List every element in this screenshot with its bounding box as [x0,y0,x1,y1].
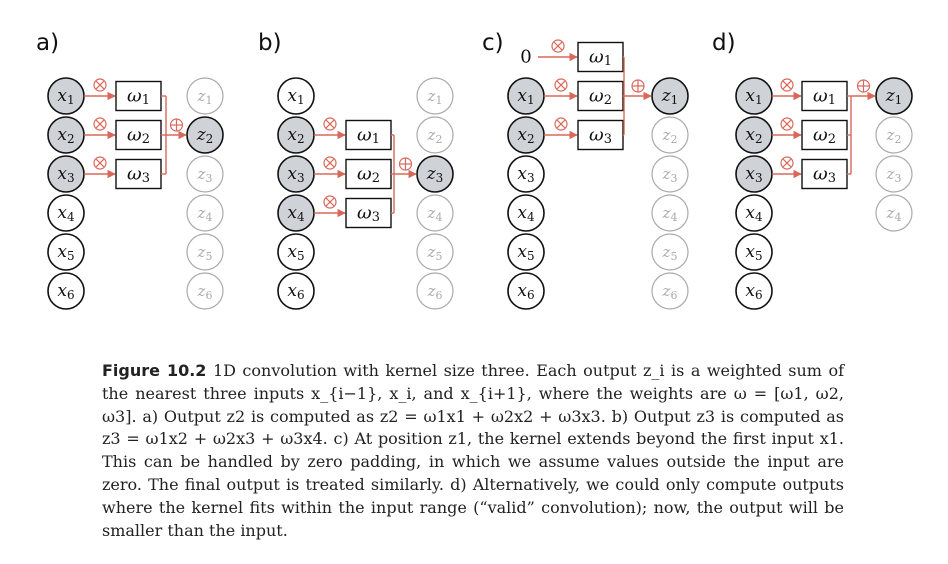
output-node: z1 [186,77,224,115]
output-node: z5 [651,233,689,271]
multiply-icon [780,78,794,92]
panel-label: c) [482,30,504,56]
output-node: z6 [651,272,689,310]
weight-box: ω3 [801,158,848,190]
input-node: x1 [735,77,773,115]
input-node: x6 [735,272,773,310]
output-node: z3 [416,155,454,193]
input-node: x5 [735,233,773,271]
panel-label: a) [36,30,59,56]
input-node: x5 [507,233,545,271]
multiply-icon [323,156,337,170]
multiply-icon [93,117,107,131]
weight-box: ω1 [345,119,392,151]
output-node: z4 [651,194,689,232]
zero-padding-label: 0 [520,47,531,68]
output-node: z2 [875,116,913,154]
add-icon [398,157,413,171]
multiply-icon [323,195,337,209]
input-node: x1 [277,77,315,115]
figure-label: Figure 10.2 [102,361,207,380]
input-node: x6 [507,272,545,310]
output-node: z2 [186,116,224,154]
input-node: x4 [47,194,85,232]
input-node: x5 [277,233,315,271]
input-node: x6 [277,272,315,310]
weight-box: ω2 [577,80,624,112]
panel-label: d) [712,30,736,56]
input-node: x3 [47,155,85,193]
input-node: x6 [47,272,85,310]
output-node: z4 [875,194,913,232]
multiply-icon [780,117,794,131]
output-node: z5 [416,233,454,271]
multiply-icon [554,117,568,131]
input-node: x2 [507,116,545,154]
output-node: z3 [651,155,689,193]
output-node: z1 [875,77,913,115]
input-node: x2 [735,116,773,154]
add-icon [169,118,184,132]
output-node: z6 [186,272,224,310]
figure-caption: Figure 10.2 1D convolution with kernel s… [102,360,844,542]
weight-box: ω1 [801,80,848,112]
input-node: x3 [277,155,315,193]
weight-box: ω2 [801,119,848,151]
output-node: z2 [651,116,689,154]
input-node: x2 [47,116,85,154]
multiply-icon [93,78,107,92]
input-node: x3 [735,155,773,193]
input-node: x1 [47,77,85,115]
output-node: z6 [416,272,454,310]
weight-box: ω1 [115,80,162,112]
add-icon [631,79,645,93]
output-node: z3 [186,155,224,193]
output-node: z4 [416,194,454,232]
weight-box: ω3 [115,158,162,190]
output-node: z1 [416,77,454,115]
output-node: z3 [875,155,913,193]
output-node: z1 [651,77,689,115]
input-node: x4 [507,194,545,232]
weight-box: ω1 [577,41,624,73]
multiply-icon [554,78,568,92]
multiply-icon [323,117,337,131]
input-node: x4 [735,194,773,232]
multiply-icon [551,39,565,53]
caption-text: 1D convolution with kernel size three. E… [102,361,845,540]
convolution-diagram: a)x1x2x3x4x5x6z1z2z3z4z5z6ω1ω2ω3b)x1x2x3… [36,30,913,310]
input-node: x2 [277,116,315,154]
panel-label: b) [258,30,282,56]
weight-box: ω2 [345,158,392,190]
input-node: x3 [507,155,545,193]
multiply-icon [780,156,794,170]
weight-box: ω2 [115,119,162,151]
input-node: x4 [277,194,315,232]
weight-box: ω3 [577,119,624,151]
output-node: z2 [416,116,454,154]
output-node: z5 [186,233,224,271]
weight-box: ω3 [345,197,392,229]
input-node: x1 [507,77,545,115]
multiply-icon [93,156,107,170]
input-node: x5 [47,233,85,271]
output-node: z4 [186,194,224,232]
add-icon [856,79,871,93]
